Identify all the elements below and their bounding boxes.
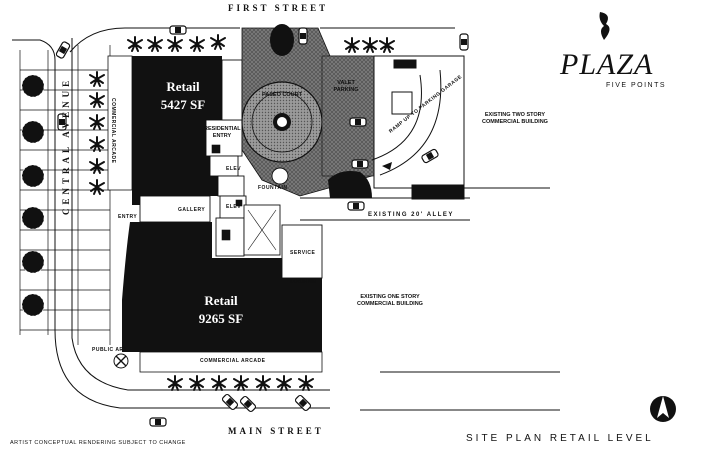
existing-alley-label: EXISTING 20' ALLEY	[368, 212, 454, 218]
retail-south-title: Retail	[204, 293, 238, 308]
brand-subtitle: FIVE POINTS	[606, 82, 667, 89]
retail-south-label: Retail 9265 SF	[186, 292, 256, 328]
plan-title: SITE PLAN RETAIL LEVEL	[466, 433, 654, 444]
two-story-building-label: EXISTING TWO STORY COMMERCIAL BUILDING	[482, 112, 548, 125]
retail-south-area: 9265 SF	[198, 311, 244, 326]
street-label-first: FIRST STREET	[228, 3, 329, 13]
parking-grid	[19, 45, 111, 345]
elev-upper-label: ELEV	[226, 166, 242, 172]
loading-label: LOADING	[290, 279, 317, 285]
brand-name: PLAZA	[560, 48, 654, 81]
arcade-west	[107, 55, 133, 191]
commercial-arcade-south-label: COMMERCIAL ARCADE	[200, 358, 266, 364]
one-story-building-label: EXISTING ONE STORY COMMERCIAL BUILDING	[357, 294, 423, 307]
entry-label: ENTRY	[118, 214, 138, 220]
parking-garage	[371, 55, 465, 200]
retail-north-area: 5427 SF	[160, 97, 206, 112]
fountain-icon	[271, 167, 289, 185]
commercial-arcade-west-label: COMMERCIAL ARCADE	[110, 98, 116, 164]
street-label-main: MAIN STREET	[228, 426, 324, 436]
garage-landscape	[328, 171, 372, 198]
fountain-label: FOUNTAIN	[258, 185, 288, 191]
elev-lower-label: ELEV	[226, 204, 242, 210]
street-curbs	[12, 27, 560, 411]
paseo-court-label: PASEO COURT	[262, 92, 302, 98]
disclaimer: ARTIST CONCEPTUAL RENDERING SUBJECT TO C…	[10, 440, 186, 446]
brand-flame-icon	[598, 8, 614, 42]
ramp-arrow-icon	[382, 162, 392, 170]
retail-north-label: Retail 5427 SF	[148, 78, 218, 114]
retail-north-block	[132, 56, 222, 205]
gallery-label: GALLERY	[178, 207, 206, 213]
retail-north-title: Retail	[166, 79, 200, 94]
arcade-south	[139, 351, 323, 373]
retail-south-block	[122, 222, 322, 352]
public-art-label: PUBLIC ART	[92, 347, 128, 353]
valet-parking-label: VALET PARKING	[333, 80, 359, 93]
street-trees	[21, 74, 45, 317]
north-arrow-icon	[650, 396, 676, 422]
residential-entry-label: RESIDENTIAL ENTRY	[204, 126, 241, 139]
street-label-central: CENTRAL AVENUE	[61, 76, 71, 215]
public-art-icon	[113, 353, 129, 369]
service-label: SERVICE	[290, 250, 316, 256]
valet-parking-lot	[321, 55, 375, 177]
